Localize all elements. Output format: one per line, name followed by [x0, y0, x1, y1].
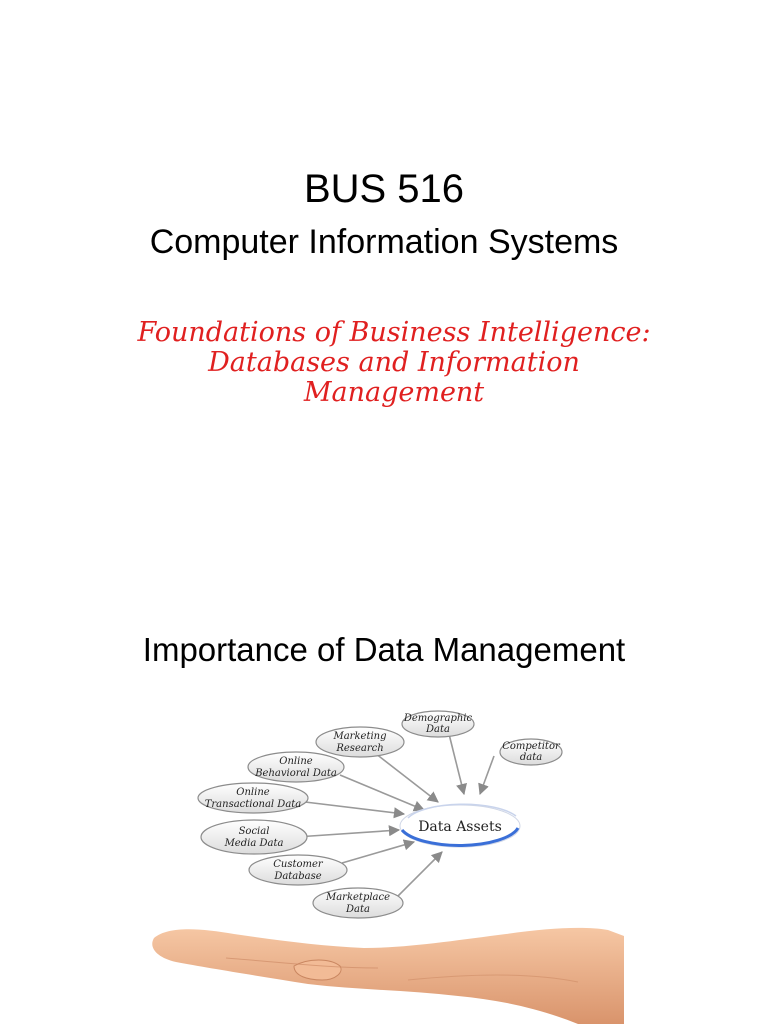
hub: Data Assets	[399, 803, 521, 848]
node-label: Demographic	[403, 713, 473, 724]
arrow-transactional	[304, 801, 406, 819]
topic-line-1: Foundations of Business Intelligence:	[137, 317, 651, 348]
node-label: Online	[279, 756, 312, 767]
node-demographic: Demographic Data	[401, 710, 475, 738]
node-customer: Customer Database	[248, 854, 348, 886]
topic-line-2: Databases and Information	[208, 347, 580, 378]
node-competitor: Competitor data	[499, 738, 563, 766]
node-label: Media Data	[224, 838, 284, 849]
hub-ellipse	[399, 804, 521, 848]
node-label: Research	[335, 743, 383, 754]
arrow-customer	[341, 839, 416, 864]
node-label: data	[520, 752, 542, 763]
arrow-competitor	[478, 755, 495, 796]
node-social: Social Media Data	[200, 819, 308, 855]
node-label: Marketplace	[325, 892, 390, 903]
node-label: Behavioral Data	[254, 768, 337, 779]
node-label: Competitor	[502, 741, 561, 752]
arrows	[295, 725, 495, 897]
node-label: Online	[236, 787, 269, 798]
data-management-slide: Importance of Data Management	[0, 560, 768, 1024]
arrow-social	[295, 825, 401, 838]
open-hand-icon	[152, 927, 624, 1024]
node-marketing: Marketing Research	[315, 726, 405, 758]
node-behavioral: Online Behavioral Data	[247, 751, 345, 783]
arrow-marketing	[370, 749, 439, 803]
data-assets-diagram: Data Assets Demographic Data Marketing R…	[108, 690, 624, 1024]
node-label: Transactional Data	[205, 799, 302, 810]
node-label: Social	[239, 826, 270, 837]
diagram-svg: Data Assets Demographic Data Marketing R…	[152, 710, 624, 1024]
hub-label: Data Assets	[418, 819, 502, 835]
node-label: Database	[273, 871, 321, 882]
arrow-marketplace	[397, 851, 443, 897]
title-slide: BUS 516 Computer Information Systems Fou…	[84, 167, 704, 408]
arrow-behavioral	[339, 774, 426, 812]
node-transactional: Online Transactional Data	[197, 782, 309, 814]
topic-line-3: Management	[303, 377, 485, 408]
node-label: Marketing	[332, 731, 386, 742]
course-name: Computer Information Systems	[149, 223, 619, 261]
node-label: Data	[345, 904, 370, 915]
node-label: Data	[425, 724, 450, 735]
hub-ring	[400, 827, 520, 847]
node-label: Customer	[273, 859, 324, 870]
slide-title: Importance of Data Management	[142, 631, 626, 668]
course-code: BUS 516	[303, 167, 465, 211]
arrow-demographic	[446, 725, 467, 796]
node-marketplace: Marketplace Data	[312, 887, 404, 919]
topic-title: Foundations of Business Intelligence: Da…	[84, 318, 704, 408]
